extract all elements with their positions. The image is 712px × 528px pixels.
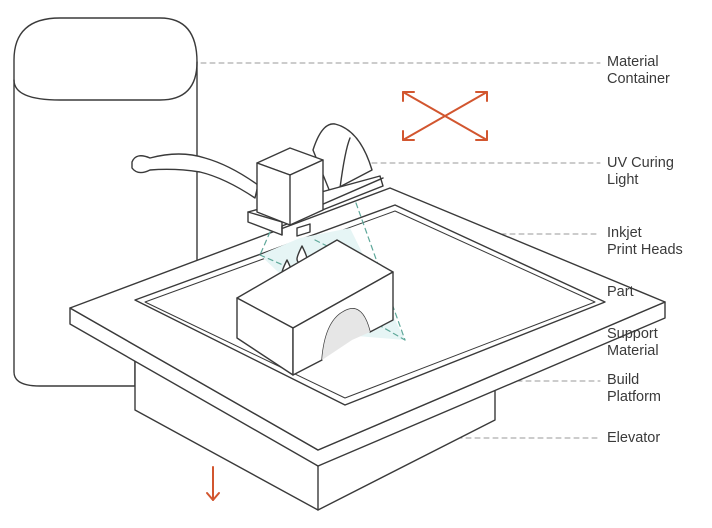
part [236,239,394,376]
label-inkjet-print-heads: Inkjet Print Heads [607,225,683,259]
label-line: Material [607,343,659,359]
label-line: UV Curing [607,155,674,171]
label-material-container: Material Container [607,54,670,88]
print-head-carriage [247,147,384,237]
label-line: Print Heads [607,242,683,258]
xy-motion-arrows [402,91,488,141]
label-line: Platform [607,389,661,405]
label-line: Elevator [607,430,661,446]
label-line: Build [607,372,640,388]
label-line: Support [607,326,658,342]
label-line: Material [607,54,659,70]
label-line: Inkjet [607,225,642,241]
label-line: Light [607,172,639,188]
uv-curing-light [312,123,373,193]
label-line: Part [607,284,634,300]
label-build-platform: Build Platform [607,372,661,406]
label-elevator: Elevator [607,430,660,447]
label-part: Part [607,284,634,301]
down-arrow-icon [206,466,220,501]
label-line: Container [607,71,670,87]
label-support-material: Support Material [607,326,659,360]
label-uv-curing-light: UV Curing Light [607,155,674,189]
hose [131,153,259,199]
